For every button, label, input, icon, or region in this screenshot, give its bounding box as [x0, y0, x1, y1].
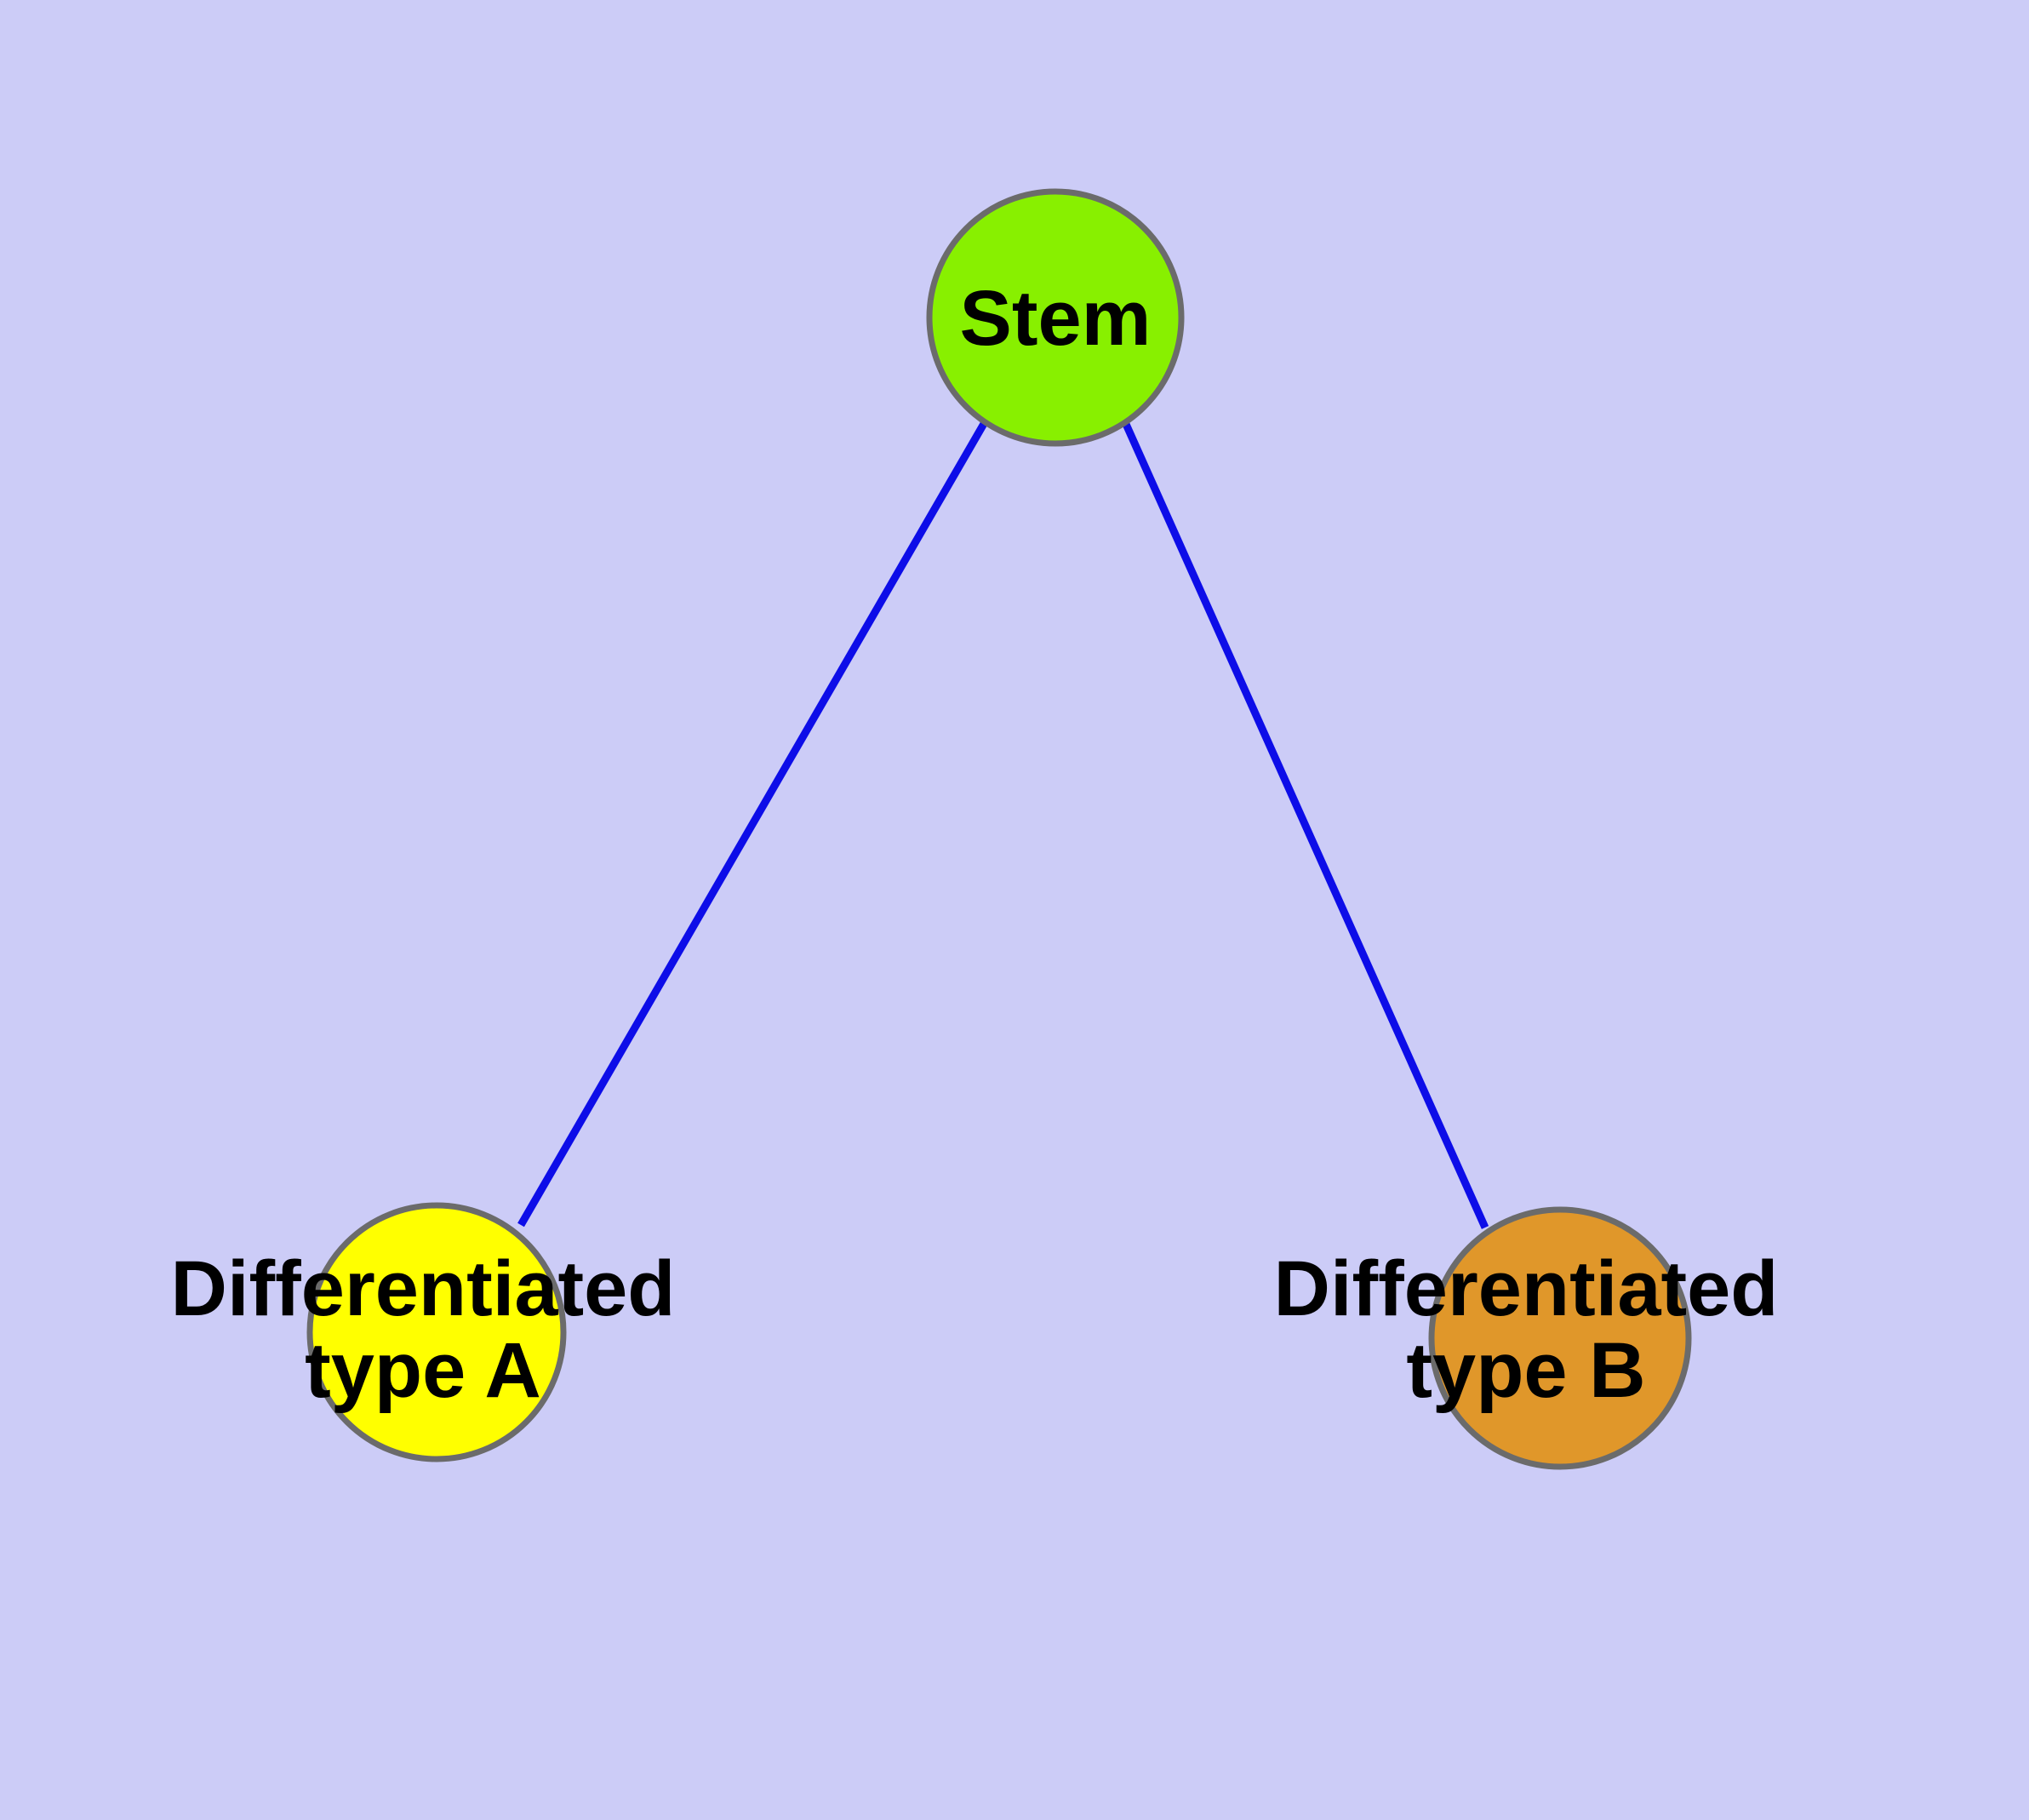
node-differentiated-type-a[interactable] — [306, 1202, 567, 1462]
label-line: Stem — [960, 275, 1152, 362]
node-layer — [306, 188, 1692, 1470]
label-line: Differentiated — [171, 1245, 676, 1332]
label-line: Differentiated — [1274, 1245, 1779, 1332]
edge-stem-to-differentiated-type-b[interactable] — [1121, 421, 1489, 1229]
node-label-stem: Stem — [960, 275, 1152, 362]
label-line: type A — [305, 1327, 541, 1414]
label-line: type B — [1406, 1327, 1645, 1414]
node-differentiated-type-b[interactable] — [1428, 1206, 1692, 1470]
node-stem[interactable] — [926, 188, 1185, 447]
edge-layer — [517, 420, 1489, 1229]
edge-stem-to-differentiated-type-a[interactable] — [517, 420, 988, 1228]
